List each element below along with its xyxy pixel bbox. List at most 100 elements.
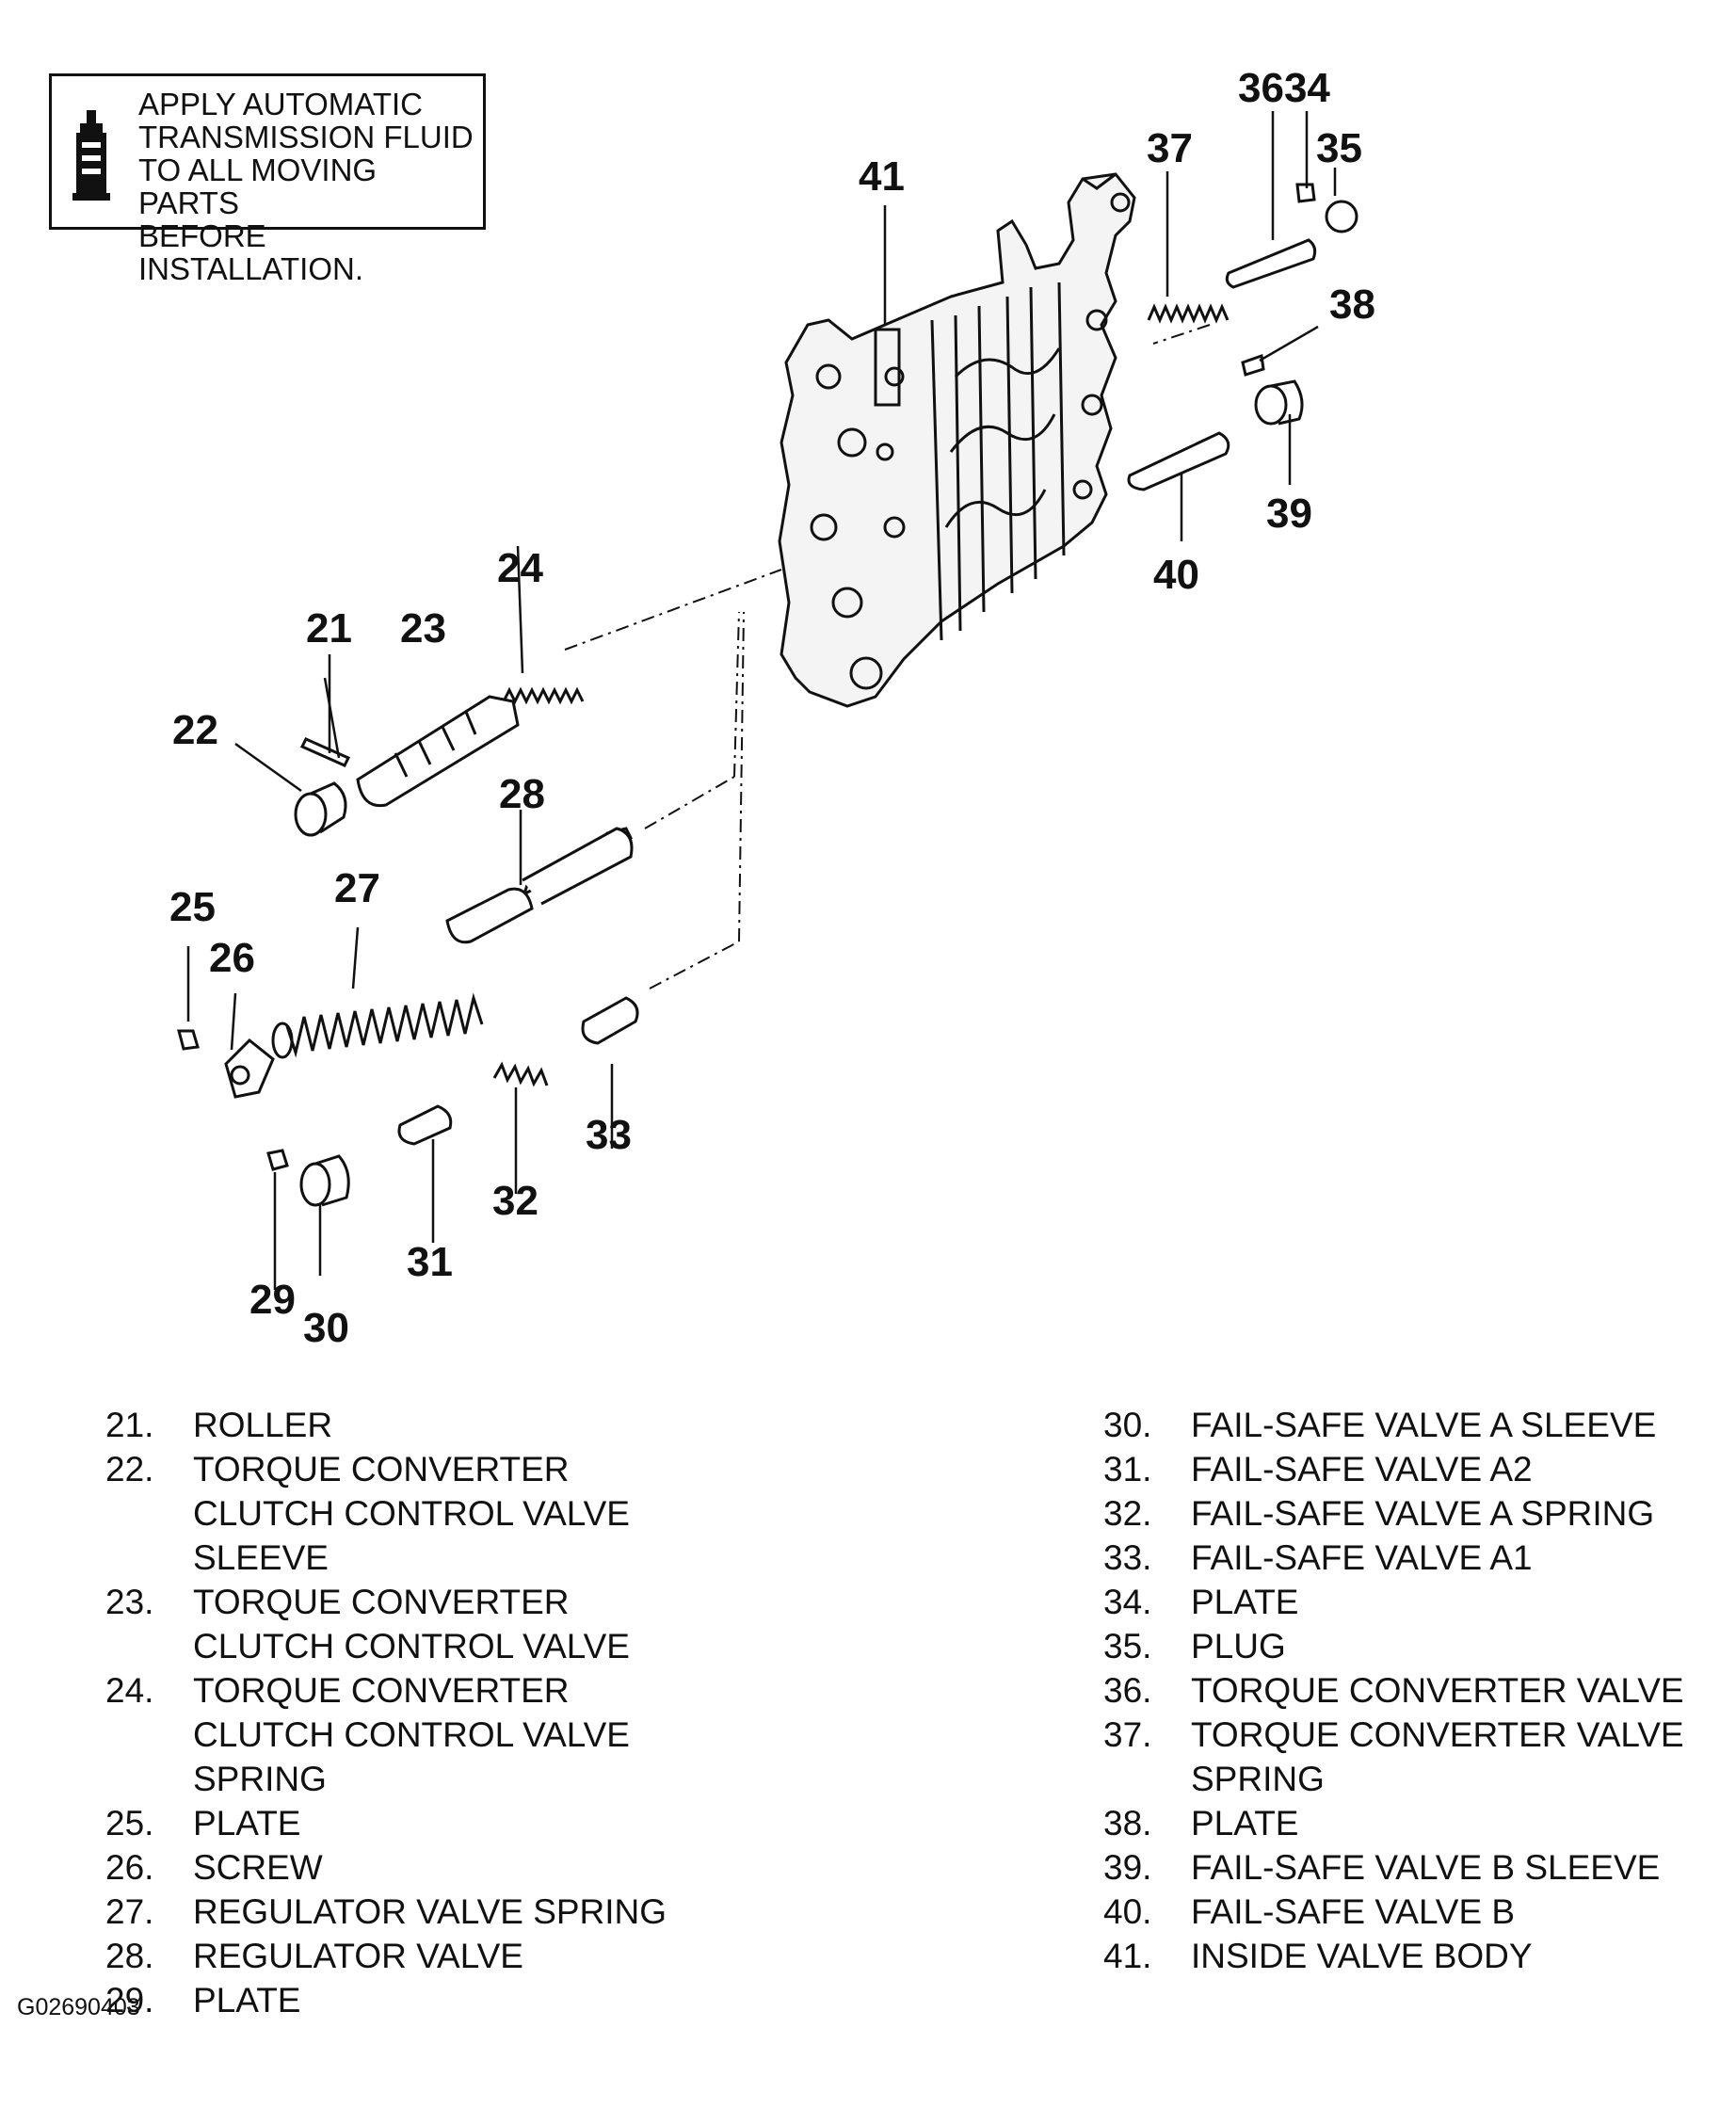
legend-item-number: 26. [105, 1848, 154, 1887]
plug [1325, 200, 1358, 233]
legend-item: 24. TORQUE CONVERTER CLUTCH CONTROL VALVE… [105, 1668, 764, 1801]
legend-item-name: PLUG [1191, 1627, 1286, 1665]
legend-item: 40. FAIL-SAFE VALVE B [1103, 1890, 1725, 1934]
callout-33: 33 [586, 1112, 632, 1158]
legend-item-name: PLATE [1191, 1583, 1299, 1621]
legend-item: 21. ROLLER [105, 1403, 764, 1447]
callout-29: 29 [249, 1277, 296, 1323]
legend-item: 35. PLUG [1103, 1624, 1725, 1668]
callout-26: 26 [209, 935, 255, 981]
legend-item-name: PLATE [193, 1981, 301, 2019]
legend-item-number: 21. [105, 1406, 154, 1444]
legend-item: 33.FAIL-SAFE VALVE A1 [1103, 1536, 1725, 1580]
torque-converter-clutch-control-valve-sleeve [294, 781, 347, 837]
legend-item: 26. SCREW [105, 1845, 764, 1890]
torque-converter-valve-spring [1147, 303, 1230, 324]
callout-31: 31 [407, 1239, 453, 1285]
callout-37: 37 [1147, 125, 1193, 171]
legend-item-name: FAIL-SAFE VALVE A2 [1191, 1450, 1533, 1488]
regulator-valve-spring [271, 992, 484, 1059]
legend-item: 37. TORQUE CONVERTER VALVE SPRING [1103, 1713, 1725, 1801]
regulator-valve [445, 827, 634, 944]
torque-converter-clutch-control-valve [356, 695, 520, 808]
legend-item-number: 41. [1103, 1937, 1152, 1975]
legend-item-name: SCREW [193, 1848, 323, 1887]
legend-item: 34.PLATE [1103, 1580, 1725, 1624]
legend-item-number: 25. [105, 1804, 154, 1842]
legend-item-name: FAIL-SAFE VALVE A1 [1191, 1538, 1533, 1577]
legend-item: 27. REGULATOR VALVE SPRING [105, 1890, 764, 1934]
fail-safe-valve-a-sleeve [299, 1154, 350, 1207]
fail-safe-valve-b-sleeve [1254, 379, 1304, 426]
legend-item-number: 38. [1103, 1804, 1152, 1842]
legend-item-number: 24. [105, 1671, 154, 1710]
legend-item-name: FAIL-SAFE VALVE B [1191, 1892, 1516, 1931]
callout-40: 40 [1153, 552, 1199, 598]
plate [266, 1149, 289, 1171]
legend-item-number: 36. [1103, 1671, 1152, 1710]
exploded-view-diagram: 41 37 3634 35 38 39 40 24 21 23 22 28 27… [169, 65, 1375, 1351]
parts-legend-right: 30. FAIL-SAFE VALVE A SLEEVE 31. FAIL-SAFE … [1103, 1403, 1725, 1978]
legend-item-number: 30. [1103, 1406, 1152, 1444]
torque-converter-clutch-control-valve-spring [502, 686, 585, 705]
callout-22: 22 [172, 707, 218, 753]
legend-item: 25. PLATE [105, 1801, 764, 1845]
atf-note-text: APPLY AUTOMATIC TRANSMISSION FLUID TO AL… [138, 87, 474, 286]
legend-item: 36. TORQUE CONVERTER VALVE [1103, 1668, 1725, 1713]
oil-bottle-icon [72, 110, 110, 201]
legend-item: 23. TORQUE CONVERTER CLUTCH CONTROL VALVE [105, 1580, 764, 1668]
callout-25: 25 [169, 884, 216, 930]
legend-item-name: INSIDE VALVE BODY [1191, 1937, 1533, 1975]
legend-item-name: TORQUE CONVERTER CLUTCH CONTROL VALVE [193, 1583, 630, 1665]
legend-item-number: 23. [105, 1583, 154, 1621]
legend-item: 28.REGULATOR VALVE [105, 1934, 764, 1978]
legend-item-number: 40. [1103, 1892, 1152, 1931]
callout-21: 21 [306, 605, 352, 652]
legend-item: 39.FAIL-SAFE VALVE B SLEEVE [1103, 1845, 1725, 1890]
callout-30: 30 [303, 1305, 349, 1351]
atf-note-box: APPLY AUTOMATIC TRANSMISSION FLUID TO AL… [49, 73, 486, 285]
legend-item: 31. FAIL-SAFE VALVE A2 [1103, 1447, 1725, 1491]
alignment-lines [564, 324, 1211, 990]
callout-35: 35 [1316, 125, 1362, 171]
legend-item-name: FAIL-SAFE VALVE A SLEEVE [1191, 1406, 1657, 1444]
figure-id: G02690403 [17, 1994, 140, 2020]
legend-item-name: TORQUE CONVERTER VALVE [1191, 1671, 1684, 1710]
legend-item-number: 35. [1103, 1627, 1152, 1665]
legend-item-number: 39. [1103, 1848, 1152, 1887]
legend-item-name: REGULATOR VALVE SPRING [193, 1892, 667, 1931]
legend-item: 41. INSIDE VALVE BODY [1103, 1934, 1725, 1978]
legend-item-name: TORQUE CONVERTER CLUTCH CONTROL VALVE SL… [193, 1450, 630, 1577]
legend-item-number: 31. [1103, 1450, 1152, 1488]
legend-item-name: TORQUE CONVERTER CLUTCH CONTROL VALVE SP… [193, 1671, 630, 1798]
callout-41: 41 [859, 153, 905, 200]
callout-23: 23 [400, 605, 446, 652]
callout-27: 27 [334, 865, 380, 911]
legend-item-name: FAIL-SAFE VALVE A SPRING [1191, 1494, 1655, 1533]
fail-safe-valve-a2 [397, 1104, 453, 1146]
legend-item-name: PLATE [193, 1804, 301, 1842]
legend-item-number: 27. [105, 1892, 154, 1931]
legend-item-name: TORQUE CONVERTER VALVE SPRING [1191, 1715, 1684, 1798]
legend-item: 22. TORQUE CONVERTER CLUTCH CONTROL VALVE… [105, 1447, 764, 1580]
callout-24: 24 [497, 545, 543, 591]
callout-28: 28 [499, 771, 545, 817]
legend-item-number: 22. [105, 1450, 154, 1488]
screw [224, 1038, 275, 1099]
legend-item-name: ROLLER [193, 1406, 333, 1444]
fail-safe-valve-a1 [581, 996, 639, 1045]
callout-32: 32 [492, 1178, 538, 1224]
roller [299, 737, 351, 767]
torque-converter-valve [1225, 238, 1317, 289]
leader-lines [186, 111, 1337, 1290]
legend-item: 29.PLATE [105, 1978, 764, 2022]
legend-item-number: 28. [105, 1937, 154, 1975]
legend-item: 30. FAIL-SAFE VALVE A SLEEVE [1103, 1403, 1725, 1447]
callout-3634: 3634 [1238, 65, 1330, 111]
inside-valve-body [778, 172, 1136, 708]
plate [1241, 353, 1265, 377]
fail-safe-valve-a-spring [492, 1061, 549, 1087]
callout-39: 39 [1266, 491, 1312, 537]
legend-item-number: 37. [1103, 1715, 1152, 1754]
legend-item: 38.PLATE [1103, 1801, 1725, 1845]
